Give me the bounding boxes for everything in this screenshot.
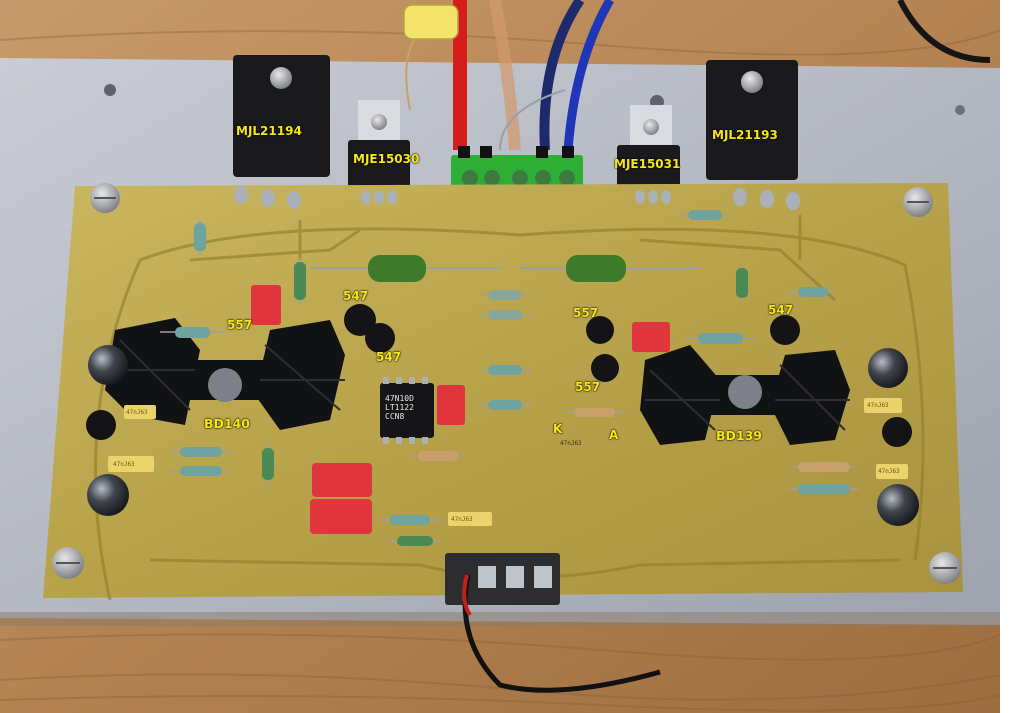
label-transistor-557-left: 557	[227, 318, 253, 332]
amplifier-pcb-photo: MJL21194 MJL21193 MJE15030 MJE15031 547 …	[0, 0, 1000, 713]
label-transistor-547-right: 547	[768, 303, 794, 317]
label-mjl21194: MJL21194	[236, 124, 302, 138]
opamp-marking: 47N10D LT1122 CCN8	[385, 394, 414, 421]
label-transistor-547-left: 547	[343, 289, 369, 303]
label-diode-cathode: K	[553, 422, 563, 436]
label-mjl21193: MJL21193	[712, 128, 778, 142]
label-bd139: BD139	[716, 428, 762, 443]
label-bd140: BD140	[204, 416, 250, 431]
film-cap-marking: 47nJ63	[867, 402, 889, 409]
pcb-silkscreen-note: 47nJ63	[560, 440, 582, 447]
film-cap-marking: 47nJ63	[878, 468, 900, 475]
label-mje15030: MJE15030	[353, 152, 420, 166]
film-cap-marking: 47nJ63	[113, 461, 135, 468]
label-transistor-557-center-bottom: 557	[575, 380, 601, 394]
label-mje15031: MJE15031	[614, 157, 681, 171]
label-diode-anode: A	[609, 428, 619, 442]
photo-illustration	[0, 0, 1000, 713]
film-cap-marking: 47nJ63	[126, 409, 148, 416]
label-transistor-557-center-top: 557	[573, 306, 599, 320]
label-transistor-547-center: 547	[376, 350, 402, 364]
film-cap-marking: 47nJ63	[451, 516, 473, 523]
